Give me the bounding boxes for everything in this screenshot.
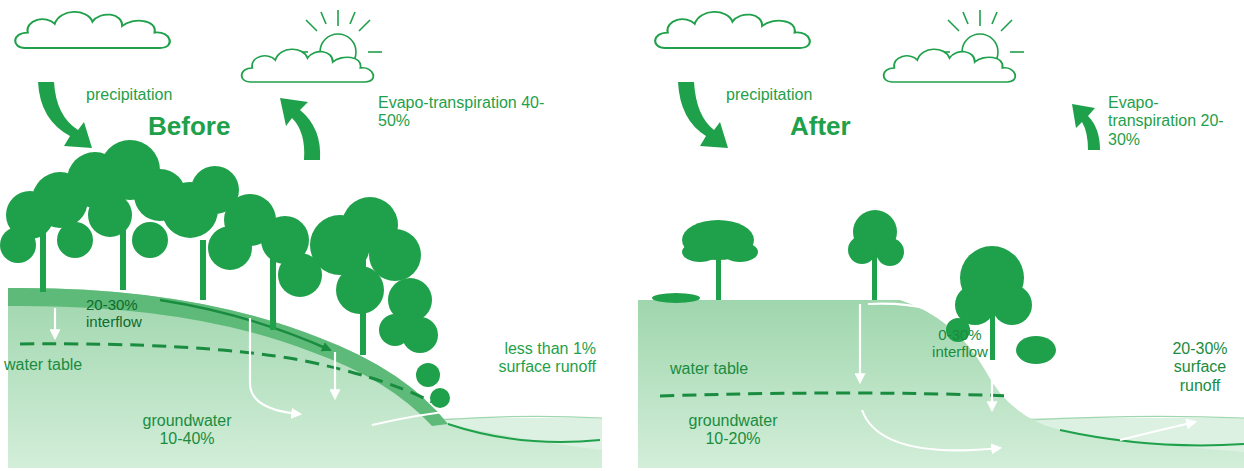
evapotranspiration-arrow <box>1072 104 1100 150</box>
process-label: Evapo-transpiration 20-30% <box>1108 94 1240 149</box>
flow-label: 0-30% interflow <box>930 326 990 361</box>
water-surface <box>440 416 602 420</box>
infiltration-arrows <box>860 304 1195 451</box>
precipitation-arrow <box>678 82 728 148</box>
flow-label: groundwater 10-40% <box>132 412 242 449</box>
ground-profile <box>8 288 602 468</box>
process-label: Evapo-transpiration 40-50% <box>378 94 548 131</box>
forest-trees <box>0 140 450 408</box>
flow-label: groundwater 10-20% <box>678 412 788 449</box>
flow-label: 20-30% surface runoff <box>1160 340 1240 395</box>
sky-clouds <box>655 10 1024 82</box>
layer-label: water table <box>4 356 124 374</box>
evapotranspiration-arrow <box>280 98 320 160</box>
water-surface <box>1030 416 1244 420</box>
layer-label: water table <box>670 360 790 378</box>
panel-title: Before <box>148 112 268 142</box>
water-table-line <box>660 393 1010 396</box>
ground-profile <box>638 300 1244 468</box>
process-label: precipitation <box>726 86 866 104</box>
sky-clouds <box>15 10 382 82</box>
stream-bed <box>448 424 600 442</box>
sparse-trees <box>652 210 1056 364</box>
interflow-arrow <box>160 300 330 350</box>
process-label: precipitation <box>86 86 226 104</box>
panel-title: After <box>790 112 910 142</box>
flow-label: less than 1% surface runoff <box>488 340 596 377</box>
precipitation-arrow <box>38 82 92 148</box>
flow-label: 20-30% interflow <box>86 296 156 331</box>
